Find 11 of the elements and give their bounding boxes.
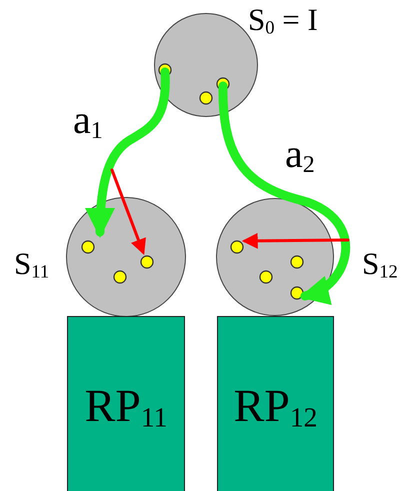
arrow — [85, 68, 170, 238]
plan-label: RP$_{11}$ — [84, 378, 168, 434]
arrow — [110, 168, 146, 255]
state-label: S$_{12}$ — [362, 248, 398, 282]
arrow — [242, 232, 350, 249]
state-label: S$_{0}$ = I — [248, 4, 318, 38]
arrow — [218, 82, 350, 304]
state-label: S$_{11}$ — [14, 248, 50, 282]
plan-box — [217, 316, 334, 491]
plan-label: RP$_{12}$ — [234, 378, 318, 434]
plan-box — [67, 316, 185, 491]
